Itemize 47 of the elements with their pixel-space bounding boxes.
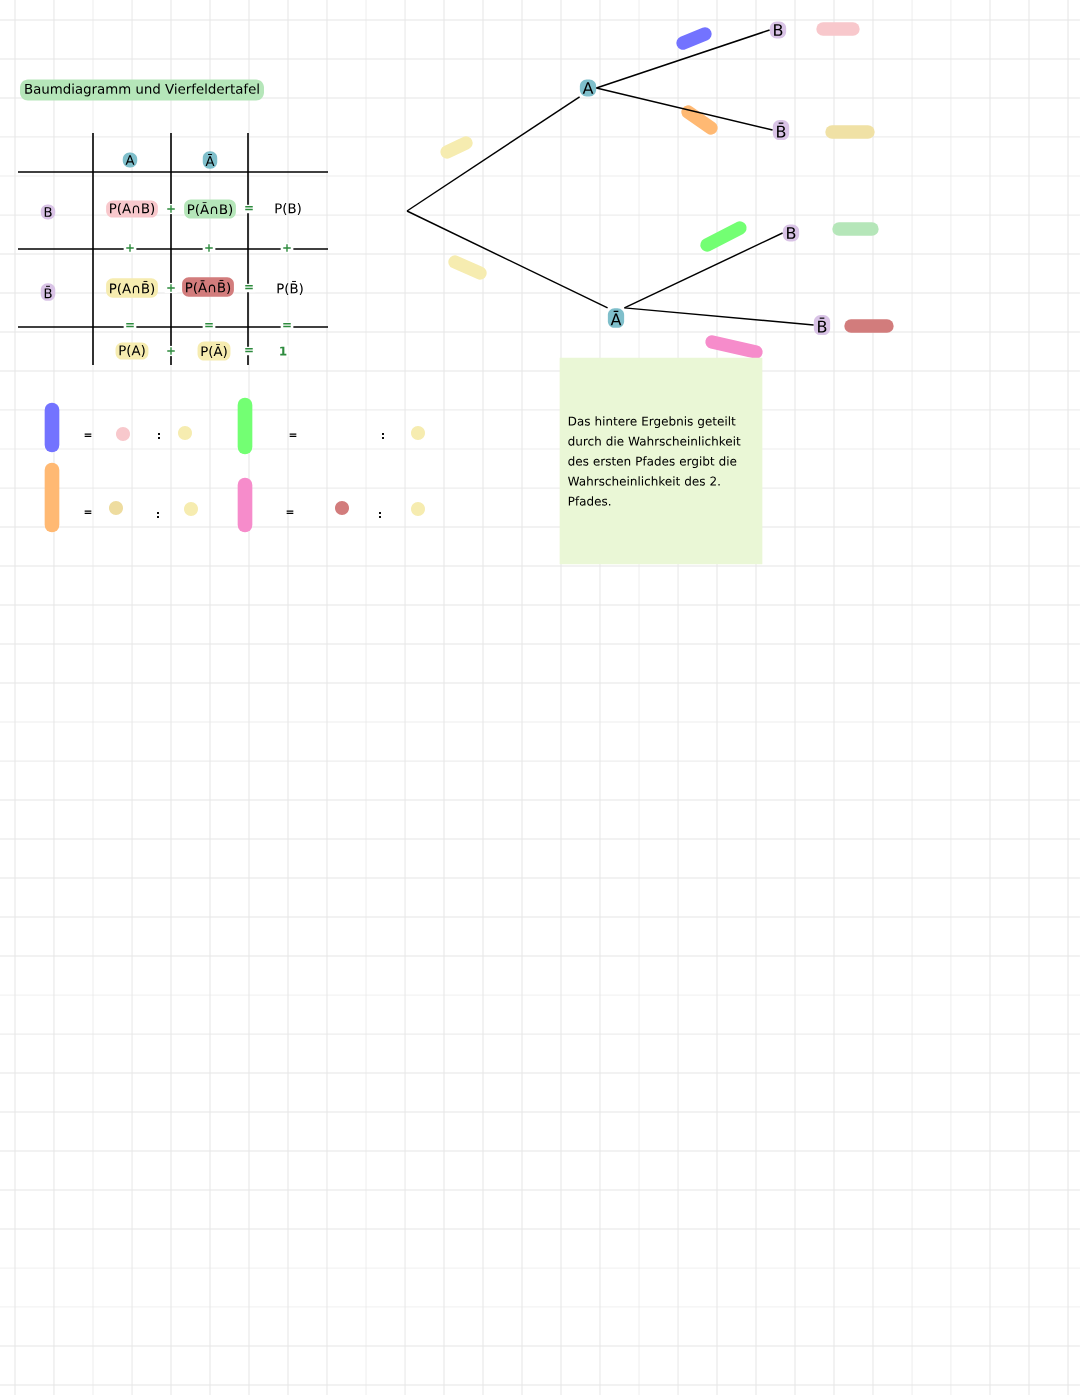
operator-sign: = bbox=[242, 204, 256, 214]
table-cell-text: P(Ā∩B̄) bbox=[182, 277, 234, 297]
operator-sign: = bbox=[202, 321, 216, 331]
operator-sign: = bbox=[84, 433, 92, 438]
operator-sign: = bbox=[286, 510, 294, 515]
table-cell-text: P(B) bbox=[275, 203, 301, 215]
operator-sign: : bbox=[379, 512, 381, 518]
event-label: B bbox=[769, 21, 787, 39]
operator-sign: + bbox=[164, 282, 178, 294]
operator-sign: : bbox=[382, 433, 384, 439]
table-cell-text: P(Ā) bbox=[197, 341, 231, 361]
operator-sign: + bbox=[280, 242, 294, 254]
operator-sign: = bbox=[242, 283, 256, 293]
event-label: A bbox=[579, 79, 597, 97]
table-cell-text: P(A) bbox=[115, 342, 149, 360]
operator-sign: = bbox=[123, 321, 137, 331]
operator-sign: = bbox=[242, 346, 256, 356]
table-cell-text: P(A∩B) bbox=[106, 200, 158, 218]
event-label: A bbox=[122, 152, 138, 168]
operator-sign: = bbox=[280, 321, 294, 331]
table-cell-text: P(Ā∩B) bbox=[184, 199, 236, 219]
table-cell-text: P(A∩B̄) bbox=[106, 278, 158, 298]
table-cell-text: P(B̄) bbox=[277, 280, 303, 296]
tree-branch bbox=[623, 232, 784, 309]
event-label: Ā bbox=[607, 308, 625, 328]
event-label: B bbox=[40, 204, 56, 220]
tree-branch bbox=[595, 87, 774, 131]
operator-sign: = bbox=[84, 510, 92, 515]
operator-sign: = bbox=[289, 433, 297, 438]
event-label: B̄ bbox=[772, 119, 790, 141]
operator-sign: + bbox=[164, 345, 178, 357]
operator-sign: + bbox=[164, 203, 178, 215]
event-label: B̄ bbox=[40, 283, 56, 301]
operator-sign: : bbox=[157, 512, 159, 518]
operator-sign: + bbox=[202, 242, 216, 254]
event-label: Ā bbox=[202, 151, 218, 169]
tree-branch bbox=[595, 29, 771, 89]
event-label: B bbox=[782, 224, 800, 242]
operator-sign: : bbox=[158, 433, 160, 439]
tree-branch bbox=[406, 96, 581, 212]
operator-sign: 1 bbox=[277, 345, 289, 357]
tree-branch bbox=[406, 210, 609, 309]
operator-sign: + bbox=[123, 242, 137, 254]
title: Baumdiagramm und Vierfeldertafel bbox=[20, 79, 264, 101]
tree-branch bbox=[623, 307, 815, 326]
note-box: Das hintere Ergebnis geteilt durch die Wahrscheinlichkeit des ersten Pfades ergibt die Wahrscheinlichkeit des 2. Pfades. bbox=[559, 357, 763, 565]
event-label: B̄ bbox=[813, 314, 831, 336]
